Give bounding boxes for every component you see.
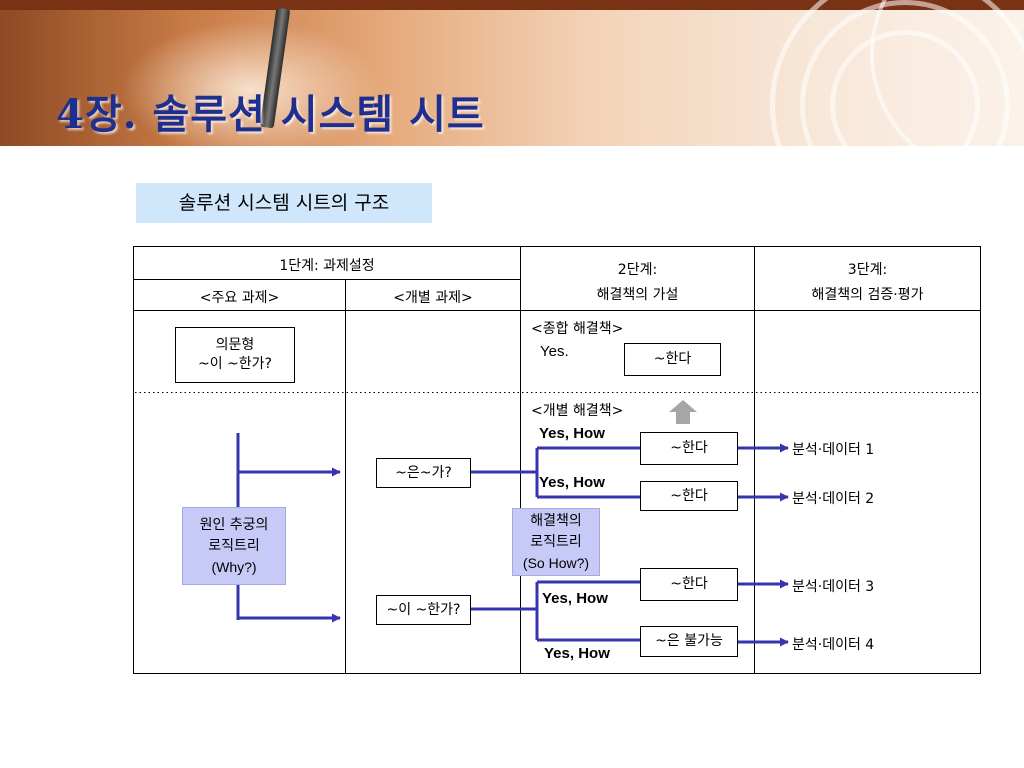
- solution-box: ~한다: [640, 481, 738, 511]
- question-box-line1: 의문형: [215, 337, 255, 353]
- analysis-data-label: 분석·데이터 3: [792, 579, 875, 595]
- individual-solution-label: <개별 해결책>: [531, 403, 624, 419]
- top-bar: [0, 0, 1024, 10]
- stage1-header: 1단계: 과제설정: [279, 258, 375, 274]
- banner-arc: [870, 0, 1024, 146]
- page-title: 4장. 솔루션 시스템 시트: [56, 91, 485, 138]
- combined-yes-label: Yes.: [540, 343, 569, 360]
- solution-box: ~한다: [640, 568, 738, 601]
- combined-solution-box: ~한다: [624, 343, 721, 376]
- branch-label: Yes, How: [539, 425, 605, 442]
- solution-box: ~은 불가능: [640, 626, 738, 657]
- question-box-line2: ~이 ~한가?: [198, 356, 272, 372]
- header-banner: [0, 0, 1024, 146]
- subtask-box-1: ~은~가?: [376, 458, 471, 488]
- analysis-data-label: 분석·데이터 4: [792, 637, 875, 653]
- stage3-subheader: 해결책의 검증·평가: [811, 287, 924, 303]
- individual-task-header: <개별 과제>: [393, 290, 473, 306]
- cause-tree-line1: 원인 추궁의: [199, 516, 269, 533]
- table-grid: [133, 246, 981, 674]
- stage2-header: 2단계:: [617, 262, 658, 278]
- question-box: 의문형 ~이 ~한가?: [175, 327, 295, 383]
- section-subtitle: 솔루션 시스템 시트의 구조: [136, 183, 432, 223]
- branch-label: Yes, How: [542, 590, 608, 607]
- stage3-header: 3단계:: [847, 262, 888, 278]
- up-arrow-icon: [669, 400, 697, 424]
- solution-tree-line2: 로직트리: [530, 533, 582, 550]
- cause-logic-tree-box: 원인 추궁의 로직트리 (Why?): [182, 507, 286, 585]
- solution-logic-tree-box: 해결책의 로직트리 (So How?): [512, 508, 600, 576]
- analysis-data-label: 분석·데이터 1: [792, 442, 875, 458]
- cause-tree-line3: (Why?): [211, 558, 257, 575]
- cause-tree-line2: 로직트리: [208, 537, 260, 554]
- combined-solution-label: <종합 해결책>: [531, 321, 624, 337]
- banner-glow: [120, 20, 380, 146]
- branch-label: Yes, How: [544, 645, 610, 662]
- subtask-box-2: ~이 ~한가?: [376, 595, 471, 625]
- solution-tree-line3: (So How?): [522, 554, 590, 571]
- solution-tree-line1: 해결책의: [530, 512, 582, 529]
- analysis-data-label: 분석·데이터 2: [792, 491, 875, 507]
- main-task-header: <주요 과제>: [199, 290, 280, 306]
- solution-box: ~한다: [640, 432, 738, 465]
- stage2-subheader: 해결책의 가설: [596, 287, 679, 303]
- branch-label: Yes, How: [539, 474, 605, 491]
